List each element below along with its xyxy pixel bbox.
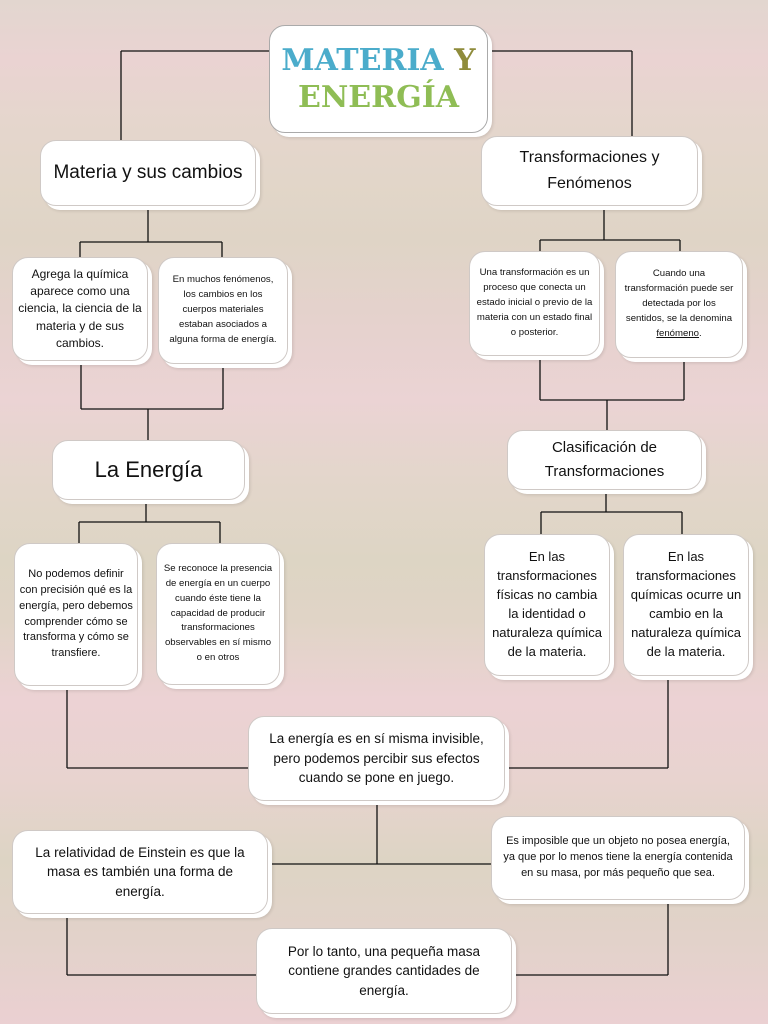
title-word-energia: ENERGÍA: [297, 80, 459, 115]
fenomeno-note: Cuando una transformación puede ser dete…: [615, 251, 743, 358]
title-word-y: Y: [454, 42, 476, 78]
title-word-materia: MATERIA: [281, 42, 444, 78]
transformaciones-fisicas-note: En las transformaciones físicas no cambi…: [484, 534, 610, 676]
transformaciones-quimicas-note: En las transformaciones químicas ocurre …: [623, 534, 749, 676]
quimica-note: Agrega la química aparece como una cienc…: [12, 257, 148, 361]
definir-energia-text: No podemos definir con precisión qué es …: [19, 567, 133, 660]
energia-invisible-note: La energía es en sí misma invisible, per…: [248, 716, 505, 801]
clasificacion-label: Clasificación de Transformaciones: [544, 439, 665, 480]
transformacion-definicion-note: Una transformación es un proceso que con…: [469, 251, 600, 356]
definir-energia-note: No podemos definir con precisión qué es …: [14, 543, 138, 686]
la-energia-heading: La Energía: [52, 440, 245, 500]
transformaciones-quimicas-text: En las transformaciones químicas ocurre …: [630, 549, 742, 659]
fenomeno-text-end: .: [699, 327, 702, 339]
presencia-energia-note: Se reconoce la presencia de energía en u…: [156, 543, 280, 685]
page-title: MATERIA Y ENERGÍA: [281, 42, 475, 117]
einstein-text: La relatividad de Einstein es que la mas…: [35, 844, 245, 899]
fenomeno-text-start: Cuando una transformación puede ser dete…: [624, 268, 734, 324]
title-box: MATERIA Y ENERGÍA: [269, 25, 488, 133]
clasificacion-heading: Clasificación de Transformaciones: [507, 430, 702, 490]
masa-energia-note: Es imposible que un objeto no posea ener…: [491, 816, 745, 900]
conclusion-text: Por lo tanto, una pequeña masa contiene …: [287, 943, 481, 998]
transformaciones-label: Transformaciones y Fenómenos: [519, 149, 660, 192]
materia-cambios-label: Materia y sus cambios: [53, 161, 243, 183]
fenomenos-energia-note: En muchos fenómenos, los cambios en los …: [158, 257, 288, 364]
einstein-note: La relatividad de Einstein es que la mas…: [12, 830, 268, 914]
la-energia-label: La Energía: [94, 457, 203, 483]
quimica-note-text: Agrega la química aparece como una cienc…: [18, 266, 142, 351]
masa-energia-text: Es imposible que un objeto no posea ener…: [503, 835, 733, 879]
energia-invisible-text: La energía es en sí misma invisible, per…: [269, 731, 484, 786]
materia-cambios-heading: Materia y sus cambios: [40, 140, 256, 206]
fenomeno-term: fenómeno: [656, 327, 699, 339]
transformaciones-fisicas-text: En las transformaciones físicas no cambi…: [492, 549, 602, 659]
fenomenos-energia-text: En muchos fenómenos, los cambios en los …: [169, 274, 277, 345]
transformaciones-heading: Transformaciones y Fenómenos: [481, 136, 698, 206]
transformacion-definicion-text: Una transformación es un proceso que con…: [476, 267, 593, 338]
presencia-energia-text: Se reconoce la presencia de energía en u…: [163, 562, 273, 664]
conclusion-note: Por lo tanto, una pequeña masa contiene …: [256, 928, 512, 1014]
fenomeno-text: Cuando una transformación puede ser dete…: [622, 267, 736, 341]
